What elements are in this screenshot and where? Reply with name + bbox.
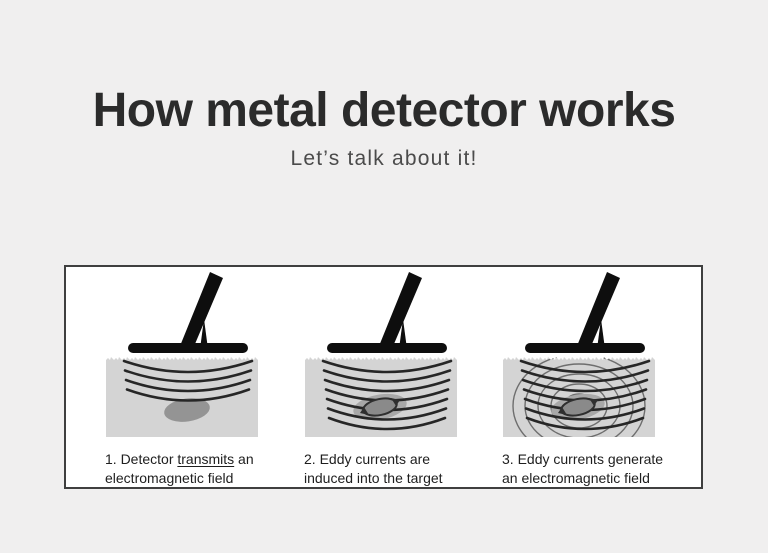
buried-target	[164, 398, 210, 422]
eddy-current-swirl	[558, 397, 598, 417]
field-waves	[321, 359, 453, 431]
page-subtitle: Let’s talk about it!	[290, 147, 478, 170]
eddy-generate-diagram	[503, 272, 655, 437]
caption-line: 1. Detector transmits an	[105, 450, 287, 469]
metal-detector-icon	[128, 272, 248, 353]
diagram-step-2: 2. Eddy currents are induced into the ta…	[287, 267, 487, 488]
step-3-caption: 3. Eddy currents generate an electromagn…	[502, 450, 684, 488]
eddy-induced-diagram	[305, 272, 457, 437]
field-waves	[122, 359, 254, 402]
diagram-step-1: 1. Detector transmits an electromagnetic…	[88, 267, 288, 488]
diagram-panel: 1. Detector transmits an electromagnetic…	[64, 265, 703, 489]
detector-transmit-diagram	[106, 272, 258, 437]
eddy-current-swirl	[360, 397, 400, 417]
caption-line: 3. Eddy currents generate	[502, 451, 664, 467]
caption-line: induced into the target	[304, 470, 443, 486]
caption-text: 1. Detector	[105, 451, 178, 467]
metal-detector-icon	[525, 272, 645, 353]
step-1-caption: 1. Detector transmits an electromagnetic…	[105, 450, 287, 488]
caption-line: 2. Eddy currents are	[304, 451, 431, 467]
caption-underlined-text: transmits	[177, 451, 235, 467]
caption-text: an	[234, 451, 254, 467]
ground	[106, 357, 258, 437]
step-2-caption: 2. Eddy currents are induced into the ta…	[304, 450, 486, 488]
caption-line: electromagnetic field	[105, 470, 234, 486]
page-title: How metal detector works	[92, 84, 676, 137]
diagram-step-3: 3. Eddy currents generate an electromagn…	[485, 267, 685, 488]
metal-detector-icon	[327, 272, 447, 353]
caption-line: an electromagnetic field	[502, 470, 650, 486]
